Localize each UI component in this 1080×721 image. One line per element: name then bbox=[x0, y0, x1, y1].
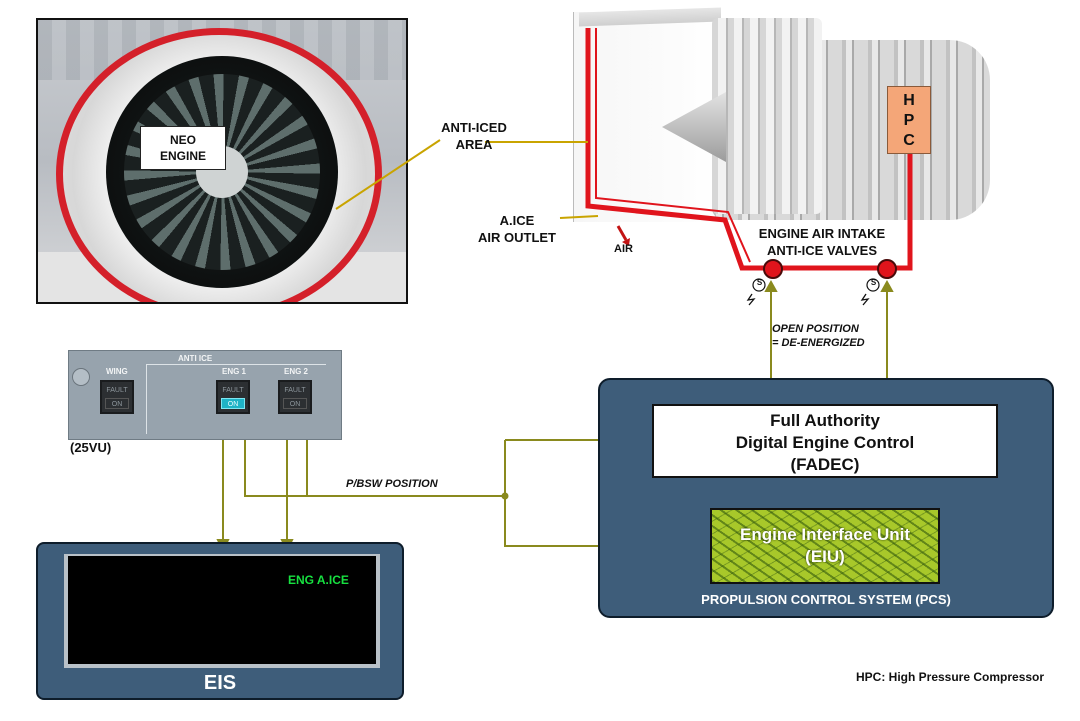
engine-fan-case bbox=[712, 18, 822, 214]
anti-ice-valve-1 bbox=[763, 259, 783, 279]
anti-ice-valve-2 bbox=[877, 259, 897, 279]
hpc-box: H P C bbox=[887, 86, 931, 154]
wing-label: WING bbox=[106, 367, 128, 376]
panel-title: ANTI ICE bbox=[178, 354, 213, 363]
panel-screw-icon bbox=[72, 368, 90, 386]
eng1-pushbutton[interactable]: FAULT ON bbox=[216, 380, 250, 414]
panel-vu-label: (25VU) bbox=[70, 440, 112, 455]
hpc-footnote: HPC: High Pressure Compressor bbox=[856, 670, 1045, 684]
eng1-label: ENG 1 bbox=[222, 367, 247, 376]
pcs-title: PROPULSION CONTROL SYSTEM (PCS) bbox=[701, 592, 951, 607]
eng2-pushbutton[interactable]: FAULT ON bbox=[278, 380, 312, 414]
aice-air-outlet-label: A.ICE AIR OUTLET bbox=[478, 213, 556, 245]
eiu-box: Engine Interface Unit (EIU) bbox=[710, 508, 940, 584]
pbsw-position-label: P/BSW POSITION bbox=[346, 478, 438, 490]
eis-screen bbox=[64, 554, 380, 668]
fadec-box: Full Authority Digital Engine Control (F… bbox=[652, 404, 998, 478]
eng-aice-message: ENG A.ICE bbox=[288, 573, 349, 587]
anti-ice-duct-hpc bbox=[773, 154, 913, 271]
neo-engine-label: NEO ENGINE bbox=[140, 126, 226, 170]
eng2-label: ENG 2 bbox=[284, 367, 309, 376]
solenoid-2-symbol: S bbox=[870, 278, 877, 287]
wing-pushbutton[interactable]: FAULT ON bbox=[100, 380, 134, 414]
solenoid-1-symbol: S bbox=[756, 278, 763, 287]
engine-photo bbox=[36, 18, 408, 304]
anti-iced-area-label: ANTI-ICED AREA bbox=[441, 120, 507, 152]
valves-label: ENGINE AIR INTAKE ANTI-ICE VALVES bbox=[758, 226, 886, 258]
air-label: AIR bbox=[614, 243, 633, 255]
anti-ice-duct bbox=[585, 28, 773, 271]
open-position-label: OPEN POSITION = DE-ENERGIZED bbox=[772, 323, 865, 349]
eis-title: EIS bbox=[203, 672, 237, 694]
